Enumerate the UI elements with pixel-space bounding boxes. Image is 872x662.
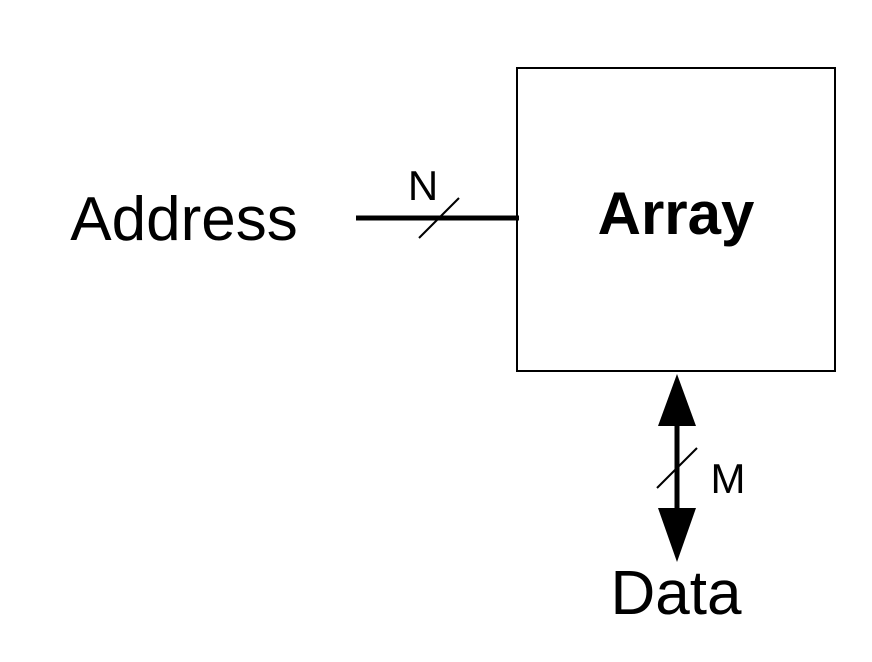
address-bus-width-slash [418,197,460,239]
address-bus-width-label: N [408,162,438,209]
data-label: Data [611,559,742,628]
array-block-label: Array [598,180,755,247]
data-bus-arrow-up-icon [658,374,696,426]
data-bus-width-slash [656,447,698,489]
data-bus-width-label: M [711,455,746,502]
address-label: Address [70,185,297,254]
data-bus-arrow-down-icon [658,508,696,562]
